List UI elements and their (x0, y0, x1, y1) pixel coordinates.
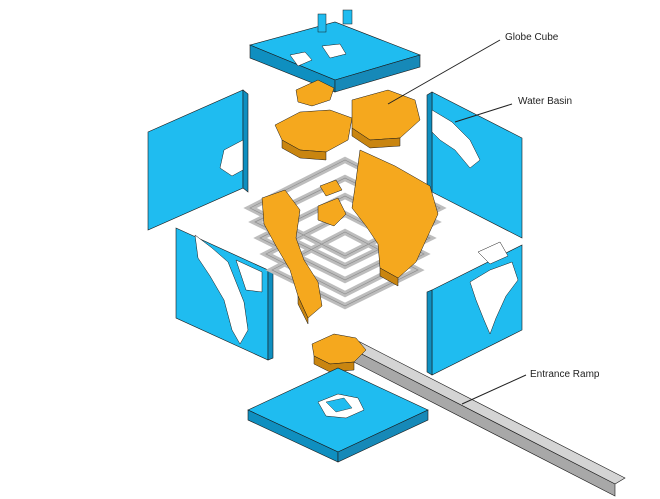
base-landmass (311, 333, 367, 373)
label-entrance-ramp: Entrance Ramp (530, 369, 600, 380)
top-panel (249, 9, 421, 93)
callout-entrance-ramp: Entrance Ramp (461, 369, 600, 405)
spiral-ramp (243, 156, 447, 310)
callout-globe-cube: Globe Cube (387, 32, 559, 105)
label-water-basin: Water Basin (518, 96, 572, 107)
right-upper-panel (426, 91, 523, 239)
left-upper-panel (147, 89, 249, 231)
water-basin-landmass (274, 79, 421, 161)
globe-cube-continents (261, 149, 439, 325)
bottom-panel (247, 367, 429, 463)
right-lower-panel (426, 241, 523, 376)
left-lower-panel (175, 227, 274, 361)
label-globe-cube: Globe Cube (505, 32, 559, 43)
callout-water-basin: Water Basin (454, 96, 572, 123)
